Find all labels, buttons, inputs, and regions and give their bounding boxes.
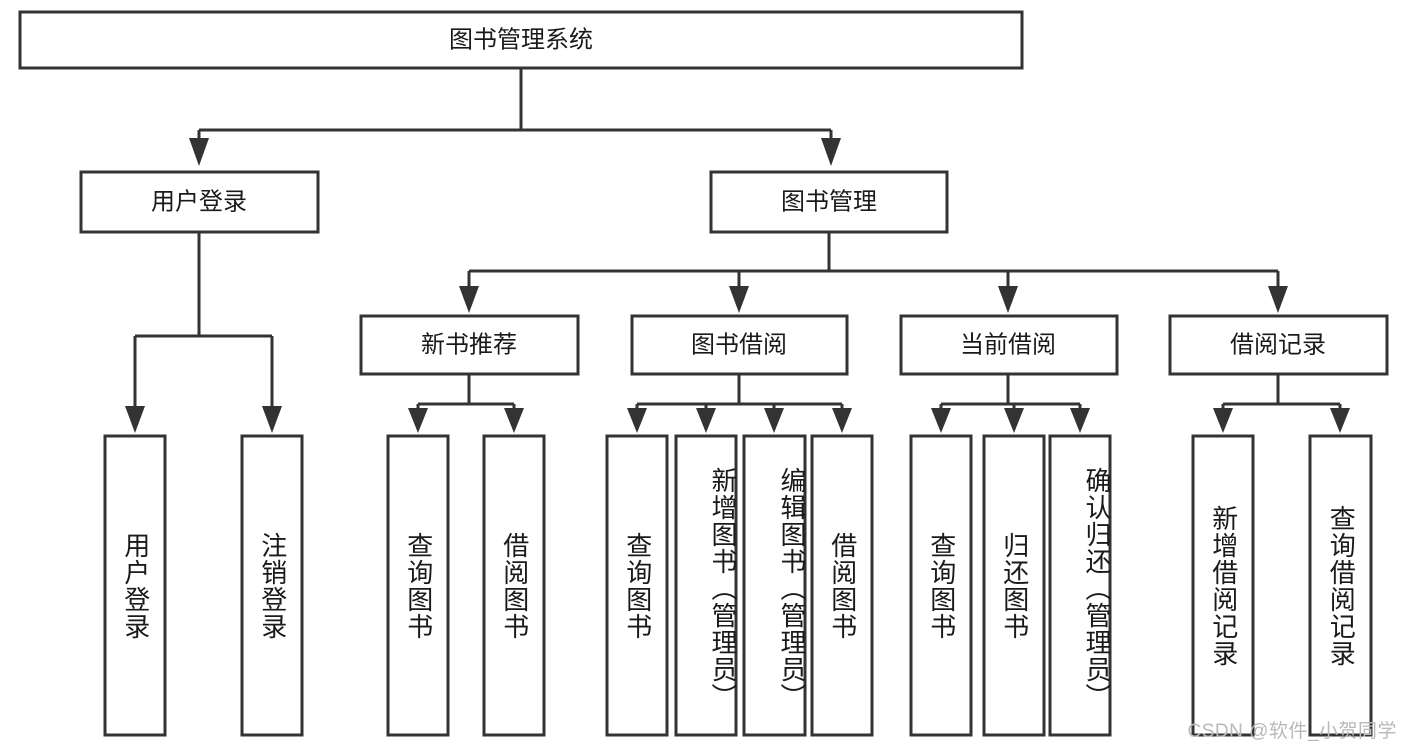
node-borrow-record[interactable]: 借阅记录 (1168, 314, 1389, 376)
arrow-head-user-login (189, 138, 209, 166)
arrow-head-leaf-borrow-book (832, 408, 852, 433)
book-borrow-label: 图书借阅 (691, 331, 787, 358)
arrow-head-leaf-logout (262, 406, 282, 433)
arrow-head-leaf-query-borrow-record (1330, 408, 1350, 433)
leaf-box-query-book-current[interactable] (909, 434, 973, 737)
root-box (18, 10, 1024, 70)
leaf-box-query-book-borrow[interactable] (605, 434, 669, 737)
leaf-box-add-book-admin[interactable] (674, 434, 738, 737)
leaf-box-add-borrow-record[interactable] (1191, 434, 1255, 737)
current-borrow-box (899, 314, 1119, 376)
arrow-head-leaf-add-borrow-record (1213, 408, 1233, 433)
node-user-login[interactable]: 用户登录 (79, 170, 320, 234)
arrow-head-current-borrow (998, 286, 1018, 313)
arrow-head-leaf-query-book-borrow (627, 408, 647, 433)
connector-book-borrow-to-leaves (627, 374, 852, 433)
borrow-record-label: 借阅记录 (1230, 331, 1326, 358)
leaf-box-return-book[interactable] (982, 434, 1046, 737)
leaf-box-borrow-book-recommend[interactable] (482, 434, 546, 737)
connector-book-management-to-level3 (459, 232, 1288, 313)
arrow-head-leaf-user-login (125, 406, 145, 433)
user-login-label: 用户登录 (151, 188, 247, 215)
leaf-box-borrow-book[interactable] (810, 434, 874, 737)
connector-user-login-to-leaves (125, 232, 282, 433)
leaf-box-logout[interactable] (240, 434, 304, 737)
arrow-head-book-management (821, 138, 841, 166)
root-label: 图书管理系统 (449, 26, 593, 53)
new-book-recommend-box (359, 314, 580, 376)
arrow-head-leaf-add-book-admin (696, 408, 716, 433)
node-new-book-recommend[interactable]: 新书推荐 (359, 314, 580, 376)
book-borrow-box (630, 314, 849, 376)
arrow-head-borrow-record (1268, 286, 1288, 313)
arrow-head-book-borrow (729, 286, 749, 313)
arrow-head-new-book-recommend (459, 286, 479, 313)
node-root[interactable]: 图书管理系统 (18, 10, 1024, 70)
arrow-head-leaf-return-book (1004, 408, 1024, 433)
leaf-box-confirm-return-admin[interactable] (1048, 434, 1112, 737)
leaf-box-user-login[interactable] (103, 434, 167, 737)
leaf-boxes-group (103, 434, 1373, 737)
book-management-box (709, 170, 949, 234)
connector-root-to-level2 (189, 68, 841, 166)
leaf-box-edit-book-admin[interactable] (742, 434, 807, 737)
connector-new-book-recommend-to-leaves (408, 374, 524, 433)
node-book-borrow[interactable]: 图书借阅 (630, 314, 849, 376)
arrow-head-leaf-confirm-return-admin (1070, 408, 1090, 433)
arrow-head-leaf-borrow-book-recommend (504, 408, 524, 433)
arrow-head-leaf-query-book-recommend (408, 408, 428, 433)
book-management-label: 图书管理 (781, 188, 877, 215)
leaf-box-query-borrow-record[interactable] (1308, 434, 1373, 737)
csdn-watermark: CSDN @软件_小贺同学 (1187, 721, 1397, 742)
arrow-head-leaf-edit-book-admin (764, 408, 784, 433)
connector-borrow-record-to-leaves (1213, 374, 1350, 433)
new-book-recommend-label: 新书推荐 (421, 331, 517, 358)
borrow-record-box (1168, 314, 1389, 376)
arrow-head-leaf-query-book-current (931, 408, 951, 433)
node-current-borrow[interactable]: 当前借阅 (899, 314, 1119, 376)
leaf-box-query-book-recommend[interactable] (386, 434, 450, 737)
current-borrow-label: 当前借阅 (960, 331, 1056, 358)
node-book-management[interactable]: 图书管理 (709, 170, 949, 234)
connector-current-borrow-to-leaves (931, 374, 1090, 433)
